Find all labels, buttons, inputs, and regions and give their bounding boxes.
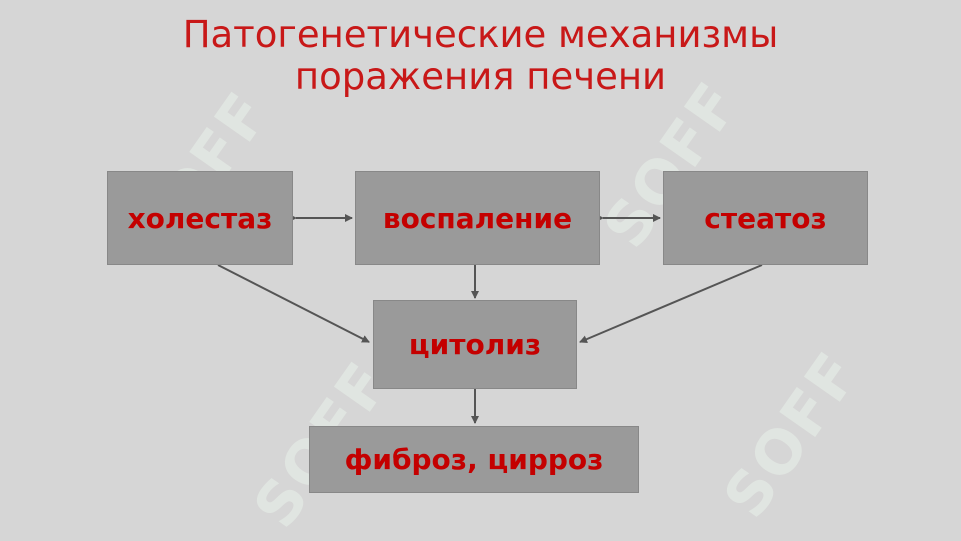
- slide-title: Патогенетические механизмы поражения печ…: [0, 14, 961, 98]
- box-steatosis: стеатоз: [663, 171, 868, 265]
- box-steatosis-label: стеатоз: [704, 201, 827, 235]
- arrow-cholestasis-cytolysis: [217, 264, 370, 343]
- box-cytolysis: цитолиз: [373, 300, 577, 389]
- box-inflammation: воспаление: [355, 171, 600, 265]
- box-cytolysis-label: цитолиз: [408, 328, 542, 361]
- box-fibrosis-label: фиброз, цирроз: [344, 443, 604, 476]
- title-line-2: поражения печени: [294, 55, 667, 98]
- box-fibrosis-cirrhosis: фиброз, цирроз: [309, 426, 639, 493]
- box-cholestasis: холестаз: [107, 171, 293, 265]
- box-inflammation-label: воспаление: [382, 201, 573, 235]
- arrow-steatosis-cytolysis: [579, 264, 763, 343]
- title-line-1: Патогенетические механизмы: [182, 13, 779, 56]
- box-cholestasis-label: холестаз: [127, 201, 273, 235]
